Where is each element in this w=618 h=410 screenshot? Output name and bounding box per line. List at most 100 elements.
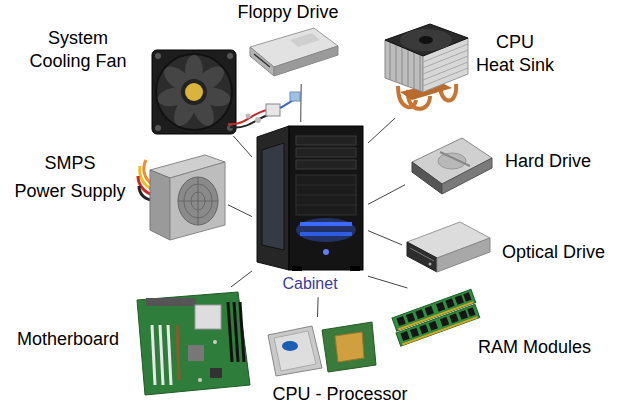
power-supply-picture	[150, 170, 170, 240]
cabinet-picture	[300, 222, 352, 226]
cooling-fan-picture	[156, 54, 232, 130]
cabinet-picture	[296, 160, 356, 169]
motherboard-picture	[198, 378, 202, 382]
cooling-fan-picture	[185, 83, 203, 101]
motherboard-picture	[188, 345, 204, 361]
motherboard-picture	[137, 292, 250, 395]
component-label: CPU - Processor	[272, 385, 407, 405]
component-label: Floppy Drive	[237, 2, 338, 24]
cooling-fan-picture	[181, 79, 207, 105]
optical-drive-picture	[407, 242, 437, 272]
cooling-fan-picture	[152, 50, 236, 134]
motherboard-picture	[195, 305, 221, 329]
cabinet-picture	[296, 148, 356, 157]
motherboard-picture	[210, 368, 222, 378]
floppy-drive-picture	[250, 28, 338, 76]
floppy-drive-picture	[274, 46, 338, 76]
connector-line	[368, 185, 405, 205]
cabinet-picture	[296, 195, 356, 196]
cabinet-picture	[350, 266, 360, 271]
connector-line	[231, 271, 252, 287]
cabinet-picture	[257, 126, 289, 270]
heat-sink-picture	[385, 24, 468, 109]
motherboard-picture	[228, 302, 232, 362]
heat-sink-picture	[396, 45, 397, 82]
processor-picture	[274, 331, 316, 371]
component-label: System Cooling Fan	[29, 27, 126, 74]
optical-drive-picture	[410, 248, 434, 261]
optical-drive-picture	[407, 222, 490, 272]
cabinet-picture	[296, 175, 356, 215]
floppy-drive-picture	[250, 47, 274, 76]
heat-sink-picture	[423, 68, 468, 86]
cooling-fan-picture	[255, 117, 261, 123]
connector-line	[368, 276, 408, 288]
processor-picture	[322, 322, 376, 372]
motherboard-picture	[168, 325, 171, 385]
component-label: Optical Drive	[502, 242, 605, 264]
cabinet-picture	[323, 249, 329, 255]
heat-sink-picture	[390, 42, 391, 80]
motherboard-picture	[213, 340, 217, 344]
floppy-drive-node: Floppy Drive	[233, 0, 343, 84]
ram-modules-node: RAM Modules	[386, 288, 601, 363]
cooling-fan-picture	[266, 104, 280, 116]
heat-sink-picture	[420, 55, 421, 91]
motherboard-picture	[240, 302, 244, 362]
component-label: CPU Heat Sink	[476, 31, 554, 78]
motherboard-picture	[160, 325, 163, 385]
power-supply-node: SMPS Power Supply	[8, 146, 228, 244]
component-label: Hard Drive	[505, 151, 591, 173]
power-supply-picture	[170, 162, 225, 240]
connector-line	[300, 84, 301, 122]
power-supply-picture	[138, 155, 225, 240]
motherboard-picture	[137, 292, 250, 395]
motherboard-node: Motherboard	[12, 287, 250, 397]
heat-sink-picture	[385, 24, 468, 56]
ram-modules-picture	[392, 289, 480, 346]
connector-line	[228, 205, 252, 217]
cooling-fan-node: System Cooling Fan	[12, 23, 250, 136]
processor-picture	[268, 322, 376, 376]
heat-sink-picture	[402, 47, 403, 84]
component-label: SMPS Power Supply	[14, 150, 125, 206]
cooling-fan-picture	[290, 92, 300, 101]
cabinet-picture	[296, 136, 356, 145]
connector-line	[233, 136, 252, 157]
cabinet-label: Cabinet	[282, 274, 337, 293]
heat-sink-node: CPU Heat Sink	[372, 22, 565, 118]
cabinet-picture	[289, 126, 363, 270]
optical-drive-picture	[437, 238, 490, 272]
heat-sink-picture	[414, 52, 415, 89]
motherboard-picture	[152, 325, 155, 385]
optical-drive-node: Optical Drive	[402, 217, 614, 279]
cooling-fan-picture	[227, 53, 233, 59]
cooling-fan-picture	[155, 125, 161, 131]
hard-drive-picture	[412, 162, 442, 194]
motherboard-picture	[177, 325, 179, 380]
cabinet-picture	[300, 232, 352, 236]
floppy-drive-picture	[290, 33, 320, 47]
cabinet-picture	[257, 126, 363, 271]
hard-drive-picture	[412, 138, 492, 194]
power-supply-picture	[178, 201, 218, 202]
cooling-fan-picture	[246, 114, 251, 119]
connector-line	[368, 118, 395, 143]
motherboard-picture	[146, 298, 196, 306]
hard-drive-picture	[438, 153, 466, 169]
connector-line	[317, 297, 319, 317]
cabinet-picture	[296, 218, 356, 242]
hard-drive-node: Hard Drive	[405, 132, 601, 198]
floppy-drive-picture	[254, 54, 270, 67]
cabinet-node: Cabinet	[252, 122, 368, 297]
motherboard-picture	[234, 302, 238, 362]
processor-picture	[282, 341, 298, 351]
processor-node: CPU - Processor	[262, 317, 412, 409]
cabinet-picture	[262, 143, 284, 250]
component-label: RAM Modules	[478, 337, 591, 359]
component-label: Motherboard	[17, 329, 119, 351]
heat-sink-picture	[400, 29, 452, 51]
cabinet-picture	[296, 185, 356, 186]
cabinet-picture	[292, 266, 302, 271]
